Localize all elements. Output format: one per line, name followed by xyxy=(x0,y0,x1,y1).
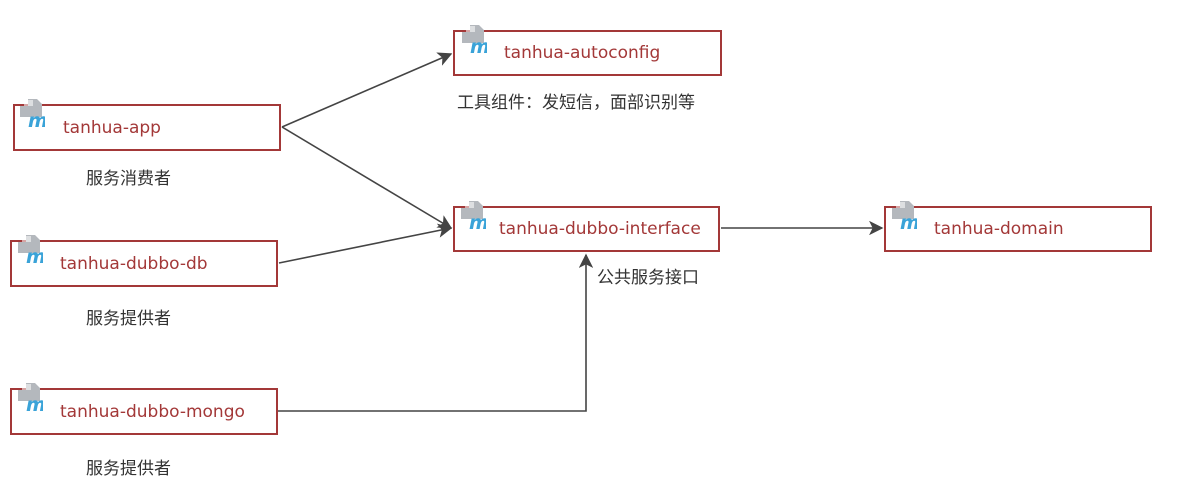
module-name: tanhua-domain xyxy=(934,219,1064,239)
module-tanhua-domain[interactable]: tanhua-domain xyxy=(884,206,1152,252)
arrow-mongo-to-interface xyxy=(278,253,594,412)
arrow-app-to-interface xyxy=(281,126,453,229)
maven-module-icon: m xyxy=(15,233,46,268)
module-name: tanhua-autoconfig xyxy=(504,43,661,63)
svg-text:m: m xyxy=(470,36,487,55)
svg-text:m: m xyxy=(28,110,45,129)
caption-dubbo-mongo: 服务提供者 xyxy=(86,459,171,479)
maven-module-icon: m xyxy=(889,199,920,234)
svg-text:m: m xyxy=(26,394,43,413)
arrow-app-to-autoconfig xyxy=(281,52,453,128)
caption-dubbo-interface: 公共服务接口 xyxy=(597,268,699,288)
caption-app: 服务消费者 xyxy=(86,169,171,189)
maven-module-icon: m xyxy=(458,199,489,234)
svg-text:m: m xyxy=(26,246,43,265)
module-tanhua-autoconfig[interactable]: tanhua-autoconfig xyxy=(453,30,722,76)
svg-text:m: m xyxy=(900,212,917,231)
module-name: tanhua-dubbo-interface xyxy=(499,219,701,239)
module-tanhua-dubbo-interface[interactable]: tanhua-dubbo-interface xyxy=(453,206,720,252)
maven-module-icon: m xyxy=(15,381,46,416)
module-name: tanhua-dubbo-db xyxy=(60,253,208,274)
module-tanhua-dubbo-mongo[interactable]: tanhua-dubbo-mongo xyxy=(10,388,278,435)
module-tanhua-app[interactable]: tanhua-app xyxy=(13,104,281,151)
module-name: tanhua-app xyxy=(63,117,161,138)
maven-module-icon: m xyxy=(459,23,490,58)
maven-module-icon: m xyxy=(17,97,48,132)
svg-text:m: m xyxy=(469,212,486,231)
module-name: tanhua-dubbo-mongo xyxy=(60,401,245,422)
caption-dubbo-db: 服务提供者 xyxy=(86,309,171,329)
module-tanhua-dubbo-db[interactable]: tanhua-dubbo-db xyxy=(10,240,278,287)
arrow-db-to-interface xyxy=(278,223,453,264)
caption-autoconfig: 工具组件：发短信，面部识别等 xyxy=(457,93,695,113)
